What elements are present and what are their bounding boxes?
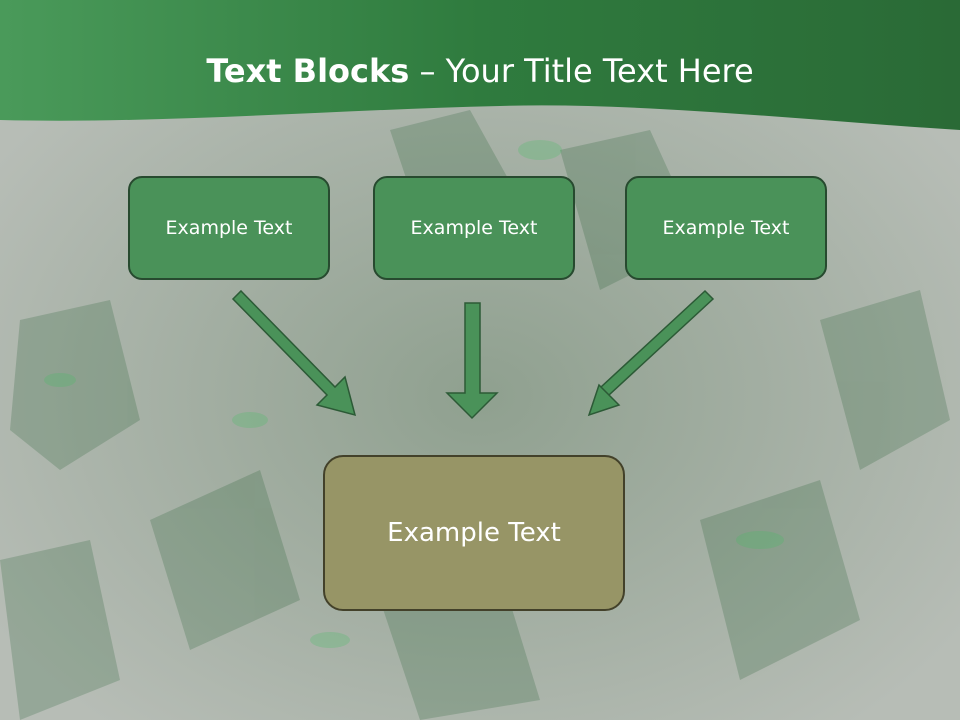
bottom-box: Example Text (323, 455, 625, 611)
top-box-2: Example Text (373, 176, 575, 280)
arrow-right (587, 289, 715, 417)
arrow-left (231, 289, 357, 417)
top-box-2-label: Example Text (410, 217, 538, 239)
top-box-3: Example Text (625, 176, 827, 280)
arrow-center (445, 302, 499, 420)
bottom-box-label: Example Text (387, 518, 561, 548)
top-box-1-label: Example Text (165, 217, 293, 239)
slide-title: Text Blocks – Your Title Text Here (0, 52, 960, 90)
title-dash: – (409, 52, 446, 90)
title-rest: Your Title Text Here (445, 52, 754, 90)
top-box-1: Example Text (128, 176, 330, 280)
header-band (0, 0, 960, 130)
top-box-3-label: Example Text (662, 217, 790, 239)
title-bold: Text Blocks (206, 52, 410, 90)
